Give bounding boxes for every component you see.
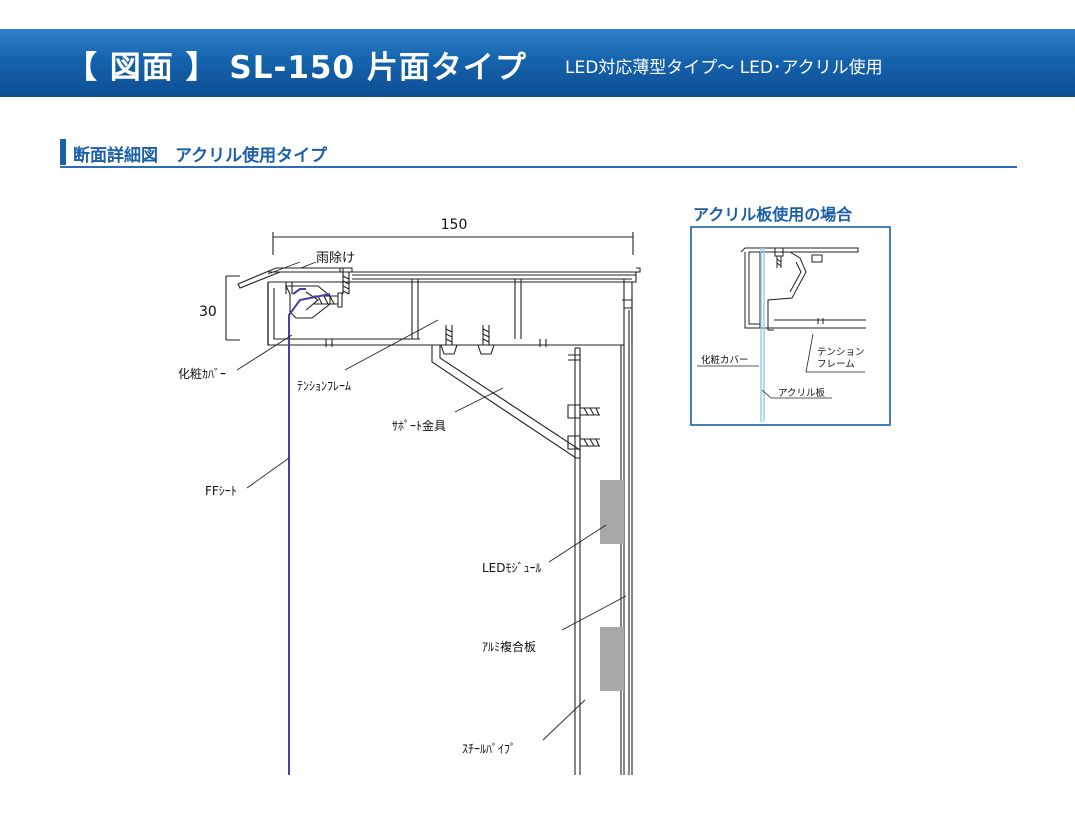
label-led-module: LEDﾓｼﾞｭｰﾙ: [482, 561, 542, 575]
inset-acrylic: [690, 226, 891, 426]
top-screw: [339, 267, 353, 295]
page-subtitle: LED対応薄型タイプ～ LED･アクリル使用: [565, 58, 883, 78]
steel-pipe: [574, 347, 581, 775]
acrylic-plate: [760, 248, 765, 422]
label-tension-frame: ﾃﾝｼｮﾝﾌﾚｰﾑ: [297, 379, 351, 393]
tension-frame: [267, 267, 641, 347]
alumi-panel: [620, 310, 633, 775]
dimension-width-label: 150: [441, 217, 468, 233]
ff-sheet: [288, 293, 331, 775]
inset-label-tension-line1: テンション: [817, 347, 865, 358]
inset-label-tension-line2: フレーム: [817, 359, 855, 370]
dimension-width: [272, 232, 634, 255]
dimension-height: [225, 275, 240, 341]
section-title: 断面詳細図 アクリル使用タイプ: [73, 146, 328, 166]
frame-bolt-right: [477, 325, 495, 355]
page-header: 【 図面 】 SL-150 片面タイプ LED対応薄型タイプ～ LED･アクリル…: [0, 29, 1075, 97]
frame-bolt-left: [440, 325, 458, 355]
inset-frame: [690, 226, 891, 426]
led-module-upper: [600, 480, 624, 544]
label-alumi-panel: ｱﾙﾐ複合板: [482, 639, 536, 654]
label-ameyoke: 雨除け: [316, 251, 355, 266]
cover-clip: [285, 285, 331, 319]
support-bracket: [431, 345, 581, 459]
bracket-screw-lower: [567, 435, 600, 450]
inset-label-cover: 化粧カバー: [701, 354, 749, 366]
page-title: 【 図面 】 SL-150 片面タイプ: [66, 50, 527, 86]
label-steel-pipe: ｽﾁｰﾙﾊﾟｲﾌﾟ: [462, 742, 516, 756]
label-ff-sheet: FFｼｰﾄ: [205, 484, 237, 498]
section-divider: [60, 166, 1017, 168]
bracket-screw-upper: [567, 404, 600, 419]
led-module-lower: [600, 627, 624, 691]
dimension-height-label: 30: [199, 304, 217, 320]
label-support: ｻﾎﾟｰﾄ金具: [392, 418, 446, 433]
label-cover: 化粧ｶﾊﾞｰ: [178, 367, 226, 381]
inset-label-acrylic: アクリル板: [778, 387, 826, 399]
inset-title: アクリル板使用の場合: [693, 205, 853, 224]
section-marker: [60, 139, 66, 165]
